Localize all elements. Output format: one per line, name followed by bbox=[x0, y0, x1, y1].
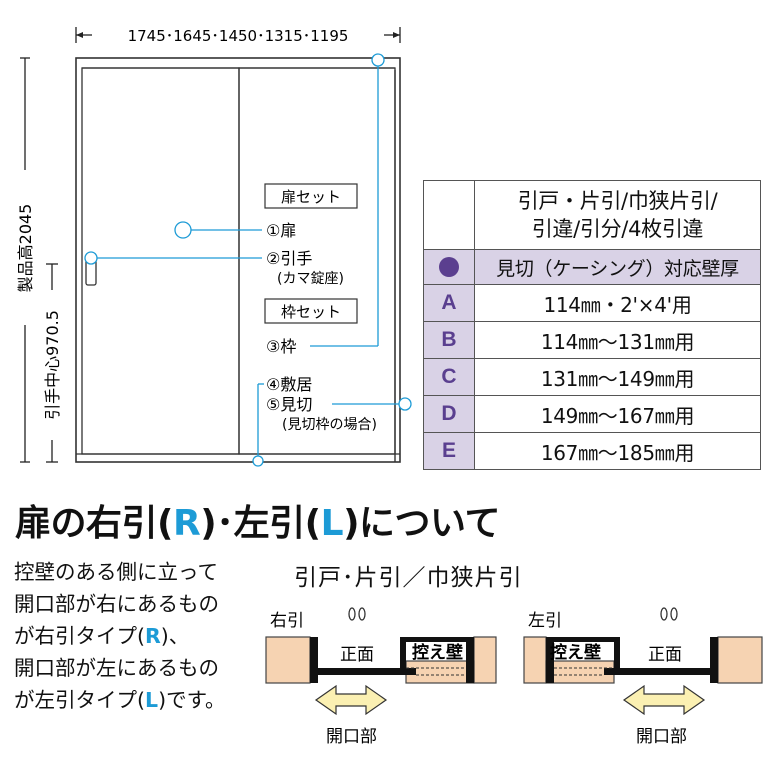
left-slide-label: 左引 bbox=[528, 611, 562, 631]
front-label: 正面 bbox=[648, 645, 682, 665]
handle-height-dimension-label: 引手中心970.5 bbox=[43, 310, 62, 420]
row-value: 114㎜～131㎜用 bbox=[474, 321, 761, 359]
height-dimension-label: 製品高2045 bbox=[16, 204, 35, 293]
table-header-line1: 引戸・片引/巾狭片引/ bbox=[517, 189, 718, 213]
door-set-box bbox=[264, 183, 358, 209]
opening-arrow-icon bbox=[314, 684, 388, 716]
section-heading: 扉の右引(R)･左引(L)について bbox=[15, 503, 500, 544]
door-set-label: 扉セット bbox=[281, 188, 341, 206]
heading-l: L bbox=[320, 503, 344, 544]
row-key: A bbox=[423, 284, 475, 322]
frame-set-label: 枠セット bbox=[281, 303, 341, 321]
callout-item-frame: ③枠 bbox=[266, 337, 296, 356]
callout-item-handle: ②引手 bbox=[266, 249, 312, 268]
diagram-subtitle: 引戸･片引／巾狭片引 bbox=[294, 565, 523, 591]
table-row: E 167㎜～185㎜用 bbox=[423, 432, 761, 470]
opening-arrow-icon bbox=[622, 684, 706, 716]
width-dimension-label: 1745･1645･1450･1315･1195 bbox=[128, 27, 349, 45]
row-key: C bbox=[423, 358, 475, 396]
callout-item-door: ①扉 bbox=[266, 221, 296, 240]
row-key: B bbox=[423, 321, 475, 359]
callout-item-casing: ⑤見切 bbox=[266, 395, 312, 414]
right-slide-plan-diagram: 右引 正面 控え壁 開口部 bbox=[265, 607, 497, 747]
description-text: 控壁のある側に立って 開口部が右にあるもの が右引タイプ(R)、 開口部が左にあ… bbox=[14, 560, 226, 712]
row-value: 167㎜～185㎜用 bbox=[474, 432, 761, 470]
footprint-icon bbox=[348, 607, 366, 621]
opening-label: 開口部 bbox=[326, 727, 377, 747]
row-key: E bbox=[423, 432, 475, 470]
opening-label: 開口部 bbox=[636, 727, 687, 747]
table-row: A 114㎜・2'×4'用 bbox=[423, 284, 761, 322]
row-value: 131㎜～149㎜用 bbox=[474, 358, 761, 396]
table-subheader: 見切（ケーシング）対応壁厚 bbox=[474, 249, 761, 285]
callout-item-handle-sub: (カマ錠座) bbox=[277, 271, 344, 287]
heading-r: R bbox=[172, 503, 201, 544]
left-slide-plan-diagram: 左引 控え壁 正面 開口部 bbox=[523, 607, 763, 747]
table-row: C 131㎜～149㎜用 bbox=[423, 358, 761, 396]
frame-set-box bbox=[264, 298, 358, 324]
door-elevation-diagram: 1745･1645･1450･1315･1195 製品高2045 引手中心970… bbox=[16, 27, 412, 467]
purple-dot-icon bbox=[439, 257, 459, 278]
wall-label: 控え壁 bbox=[550, 642, 601, 663]
table-row: B 114㎜～131㎜用 bbox=[423, 321, 761, 359]
table-row: D 149㎜～167㎜用 bbox=[423, 395, 761, 433]
front-label: 正面 bbox=[340, 645, 374, 665]
table-header-line2: 引違/引分/4枚引違 bbox=[531, 217, 704, 241]
right-slide-label: 右引 bbox=[270, 611, 304, 631]
row-value: 149㎜～167㎜用 bbox=[474, 395, 761, 433]
callout-item-threshold: ④敷居 bbox=[266, 375, 312, 394]
row-value: 114㎜・2'×4'用 bbox=[474, 284, 761, 322]
wall-label: 控え壁 bbox=[412, 642, 463, 663]
door-panel-left bbox=[81, 67, 240, 455]
wall-thickness-table: 引戸・片引/巾狭片引/ 引違/引分/4枚引違 見切（ケーシング）対応壁厚 A 1… bbox=[423, 180, 761, 470]
door-frame bbox=[75, 57, 401, 463]
row-key: D bbox=[423, 395, 475, 433]
callout-item-casing-sub: (見切枠の場合) bbox=[282, 417, 377, 433]
footprint-icon bbox=[660, 607, 678, 621]
